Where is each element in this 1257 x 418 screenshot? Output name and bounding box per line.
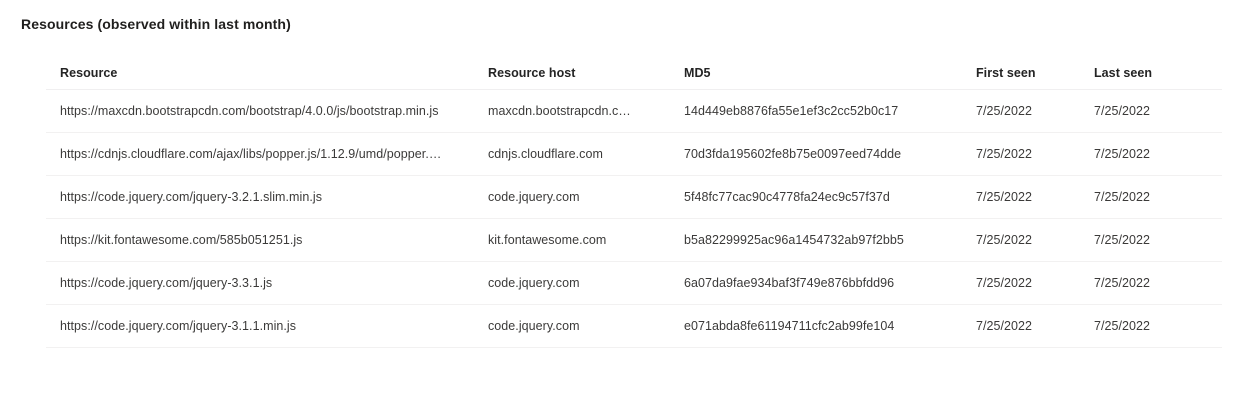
cell-first-seen: 7/25/2022 [976, 319, 1033, 333]
column-header-last-seen[interactable]: Last seen [1094, 65, 1153, 80]
table-row[interactable]: https://maxcdn.bootstrapcdn.com/bootstra… [46, 90, 1222, 133]
column-header-md5[interactable]: MD5 [684, 65, 711, 80]
cell-last-seen: 7/25/2022 [1094, 233, 1151, 247]
cell-resource[interactable]: https://code.jquery.com/jquery-3.1.1.min… [60, 319, 297, 333]
cell-resource[interactable]: https://code.jquery.com/jquery-3.2.1.sli… [60, 190, 322, 204]
cell-last-seen: 7/25/2022 [1094, 104, 1151, 118]
table-row[interactable]: https://cdnjs.cloudflare.com/ajax/libs/p… [46, 133, 1222, 176]
cell-resource-host: cdnjs.cloudflare.com [488, 147, 603, 161]
cell-md5: 70d3fda195602fe8b75e0097eed74dde [684, 147, 902, 161]
cell-first-seen: 7/25/2022 [976, 104, 1033, 118]
cell-md5: 5f48fc77cac90c4778fa24ec9c57f37d [684, 190, 890, 204]
cell-md5: 6a07da9fae934baf3f749e876bbfdd96 [684, 276, 895, 290]
cell-first-seen: 7/25/2022 [976, 147, 1033, 161]
table-row[interactable]: https://code.jquery.com/jquery-3.2.1.sli… [46, 176, 1222, 219]
cell-first-seen: 7/25/2022 [976, 190, 1033, 204]
column-header-resource[interactable]: Resource [60, 65, 118, 80]
cell-resource[interactable]: https://kit.fontawesome.com/585b051251.j… [60, 233, 303, 247]
cell-last-seen: 7/25/2022 [1094, 276, 1151, 290]
cell-last-seen: 7/25/2022 [1094, 147, 1151, 161]
cell-last-seen: 7/25/2022 [1094, 319, 1151, 333]
table-row[interactable]: https://code.jquery.com/jquery-3.1.1.min… [46, 305, 1222, 348]
table-row[interactable]: https://code.jquery.com/jquery-3.3.1.js … [46, 262, 1222, 305]
cell-first-seen: 7/25/2022 [976, 276, 1033, 290]
cell-resource[interactable]: https://code.jquery.com/jquery-3.3.1.js [60, 276, 273, 290]
column-header-resource-host[interactable]: Resource host [488, 65, 576, 80]
cell-resource-host: code.jquery.com [488, 319, 580, 333]
cell-md5: e071abda8fe61194711cfc2ab99fe104 [684, 319, 895, 333]
cell-resource-host: kit.fontawesome.com [488, 233, 607, 247]
cell-md5: 14d449eb8876fa55e1ef3c2cc52b0c17 [684, 104, 899, 118]
table-header-row: Resource Resource host MD5 First seen La… [46, 56, 1222, 90]
cell-resource-host: code.jquery.com [488, 190, 580, 204]
cell-last-seen: 7/25/2022 [1094, 190, 1151, 204]
cell-resource[interactable]: https://maxcdn.bootstrapcdn.com/bootstra… [60, 104, 439, 118]
cell-md5: b5a82299925ac96a1454732ab97f2bb5 [684, 233, 904, 247]
page-title: Resources (observed within last month) [21, 16, 291, 32]
cell-first-seen: 7/25/2022 [976, 233, 1033, 247]
cell-resource-host: code.jquery.com [488, 276, 580, 290]
table-row[interactable]: https://kit.fontawesome.com/585b051251.j… [46, 219, 1222, 262]
column-header-first-seen[interactable]: First seen [976, 65, 1036, 80]
resources-table: Resource Resource host MD5 First seen La… [46, 56, 1222, 348]
cell-resource-host: maxcdn.bootstrapcdn.c… [488, 104, 631, 118]
cell-resource[interactable]: https://cdnjs.cloudflare.com/ajax/libs/p… [60, 147, 442, 161]
